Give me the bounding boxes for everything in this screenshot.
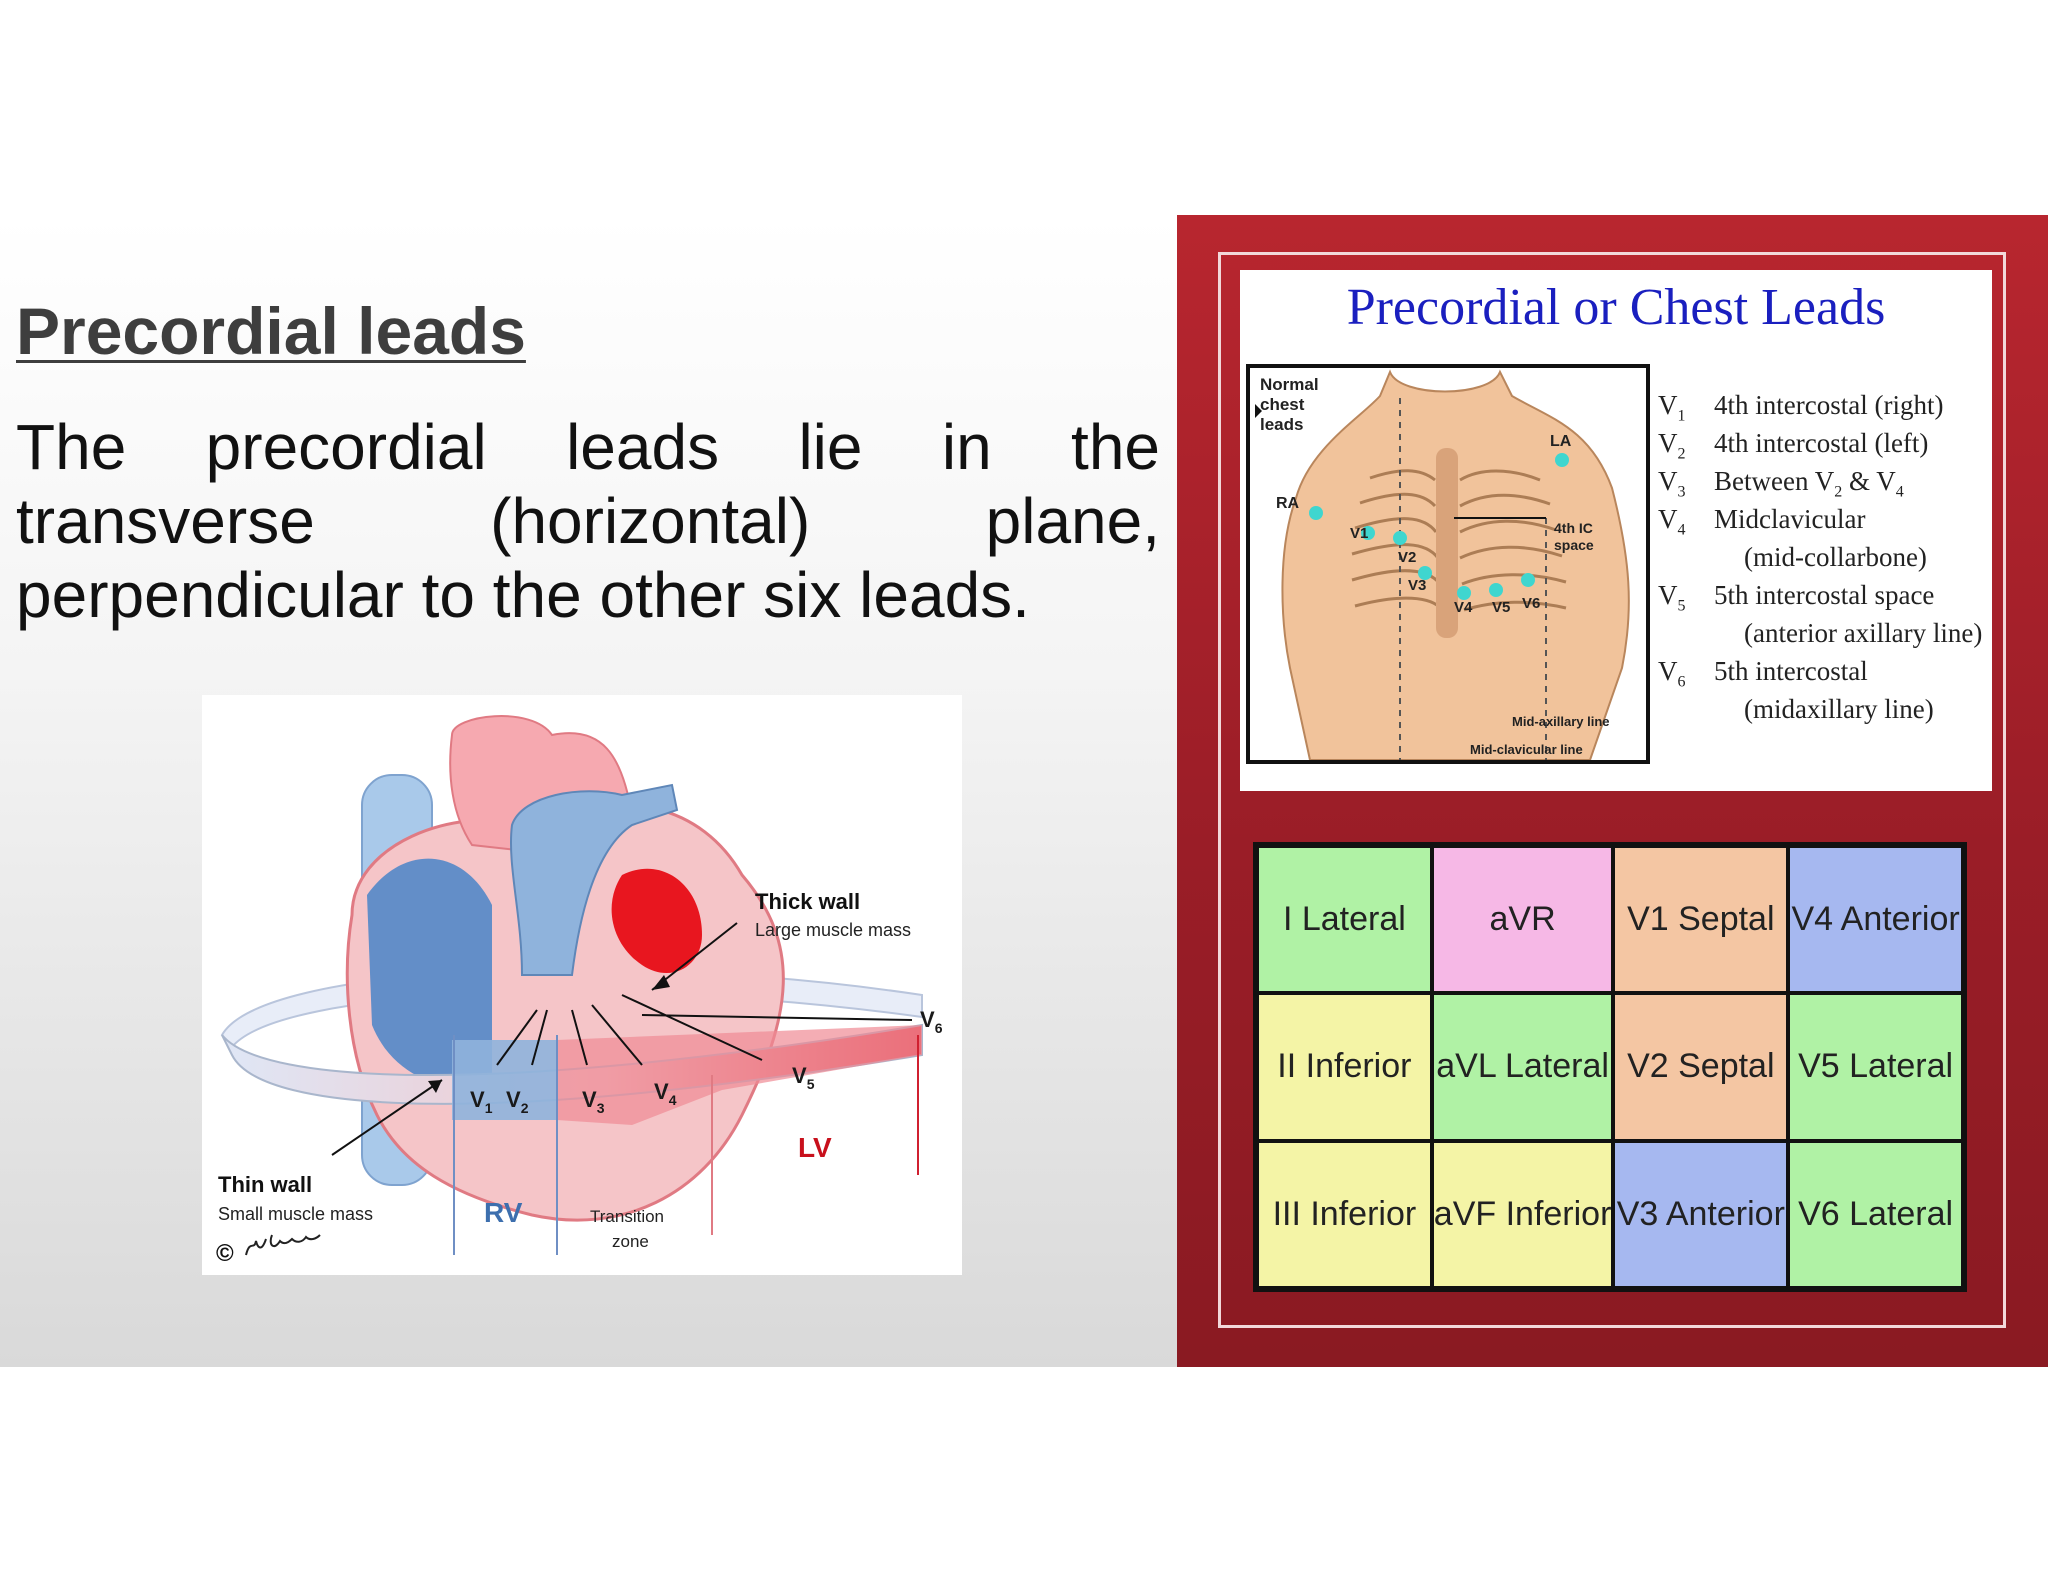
lead-placement-v3: V3 Between V2 & V4 <box>1658 466 1904 501</box>
right-panel-frame <box>1218 252 2006 1328</box>
normal-label-line1: Normal <box>1260 375 1319 394</box>
slide-title: Precordial leads <box>16 294 526 368</box>
electrode-dots <box>1309 453 1569 600</box>
table-cell-lead-v2: V2 Septal <box>1613 993 1789 1141</box>
v3-electrode-label: V3 <box>1408 577 1426 594</box>
lv-label: LV <box>798 1132 832 1163</box>
table-cell-lead-v3: V3 Anterior <box>1613 1140 1789 1288</box>
la-label: LA <box>1550 433 1572 450</box>
thick-wall-label: Thick wall <box>755 889 860 914</box>
lv-slice <box>557 1025 922 1125</box>
lead-placement-v6: V6 5th intercostal <box>1658 656 1868 691</box>
normal-label-line3: leads <box>1260 415 1303 434</box>
lead-v3-label: V3 <box>582 1087 605 1116</box>
electrode-v1 <box>1361 526 1375 540</box>
fourth-ic-label-line2: space <box>1554 537 1594 553</box>
lead-placement-v2: V2 4th intercostal (left) <box>1658 428 1929 463</box>
chest-figure-title: Precordial or Chest Leads <box>1346 279 1886 336</box>
copyright-symbol: © <box>216 1240 234 1267</box>
table-cell-lead-v5: V5 Lateral <box>1788 993 1963 1141</box>
table-cell-lead-avr: aVR <box>1431 846 1614 994</box>
rv-slice <box>452 1040 557 1120</box>
small-muscle-mass-label: Small muscle mass <box>218 1204 373 1224</box>
chest-illustration: Normal chest leads LA RA 4th IC space V1… <box>1246 364 1650 764</box>
table-cell-lead-v6: V6 Lateral <box>1788 1140 1963 1288</box>
electrode-ra <box>1309 506 1323 520</box>
electrode-v6 <box>1521 573 1535 587</box>
table-cell-lead-avl: aVL Lateral <box>1431 993 1614 1141</box>
transition-zone-label-line2: zone <box>612 1232 649 1251</box>
table-cell-lead-v1: V1 Septal <box>1613 846 1789 994</box>
electrode-v5 <box>1489 583 1503 597</box>
ra-label: RA <box>1276 495 1300 512</box>
transition-zone-label-line1: Transition <box>590 1207 664 1226</box>
chest-torso-diagram: Normal chest leads LA RA 4th IC space V1… <box>1255 369 1630 760</box>
ribs <box>1351 469 1567 612</box>
lead-v4-label: V4 <box>654 1079 677 1108</box>
sternum <box>1436 448 1458 638</box>
heart-diagram: Thick wall Large muscle mass Thin wall S… <box>216 715 943 1267</box>
pulmonary-artery <box>509 783 679 976</box>
lead-placement-list: V1 4th intercostal (right) V2 4th interc… <box>1658 390 1988 732</box>
chest-leads-figure: Precordial or Chest Leads <box>1240 270 1992 791</box>
lead-v1-label: V1 <box>470 1087 493 1116</box>
lead-placement-v4-cont: (mid-collarbone) <box>1744 542 1927 572</box>
thin-wall-label: Thin wall <box>218 1172 312 1197</box>
lead-v5-label: V5 <box>792 1063 815 1092</box>
electrode-v2 <box>1393 531 1407 545</box>
rv-label: RV <box>484 1197 523 1228</box>
v4-electrode-label: V4 <box>1454 599 1473 616</box>
table-cell-lead-avf: aVF Inferior <box>1431 1140 1614 1288</box>
table-cell-lead-i: I Lateral <box>1257 846 1432 994</box>
v6-electrode-label: V6 <box>1522 595 1540 612</box>
table-cell-lead-iii: III Inferior <box>1257 1140 1432 1288</box>
slide-body-text: The precordial leads lie in the transver… <box>16 411 1160 631</box>
lead-placement-v5: V5 5th intercostal space <box>1658 580 1935 615</box>
lead-placement-v5-cont: (anterior axillary line) <box>1744 618 1983 648</box>
left-ventricle-chamber <box>611 868 702 974</box>
lead-territory-table: I Lateral aVR V1 Septal V4 Anterior II I… <box>1253 842 1967 1292</box>
normal-label-line2: chest <box>1260 395 1305 414</box>
author-signature <box>245 1234 321 1256</box>
fourth-ic-label-line1: 4th IC <box>1554 520 1593 536</box>
electrode-v4 <box>1457 586 1471 600</box>
large-muscle-mass-label: Large muscle mass <box>755 920 911 940</box>
mid-clavicular-label: Mid-clavicular line <box>1470 742 1583 757</box>
lead-placement-v1: V1 4th intercostal (right) <box>1658 390 1944 425</box>
v1-electrode-label: V1 <box>1350 525 1368 542</box>
table-cell-lead-ii: II Inferior <box>1257 993 1432 1141</box>
lead-placement-v6-cont: (midaxillary line) <box>1744 694 1934 724</box>
heart-transverse-plane-figure: Thick wall Large muscle mass Thin wall S… <box>202 695 962 1275</box>
lead-v6-label: V6 <box>920 1007 943 1036</box>
mid-axillary-label: Mid-axillary line <box>1512 714 1610 729</box>
v2-electrode-label: V2 <box>1398 549 1416 566</box>
v5-electrode-label: V5 <box>1492 599 1510 616</box>
right-atrium <box>367 858 492 1088</box>
table-cell-lead-v4: V4 Anterior <box>1788 846 1963 994</box>
lead-v2-label: V2 <box>506 1087 529 1116</box>
lead-placement-v4: V4 Midclavicular <box>1658 504 1866 539</box>
electrode-v3 <box>1418 566 1432 580</box>
electrode-la <box>1555 453 1569 467</box>
